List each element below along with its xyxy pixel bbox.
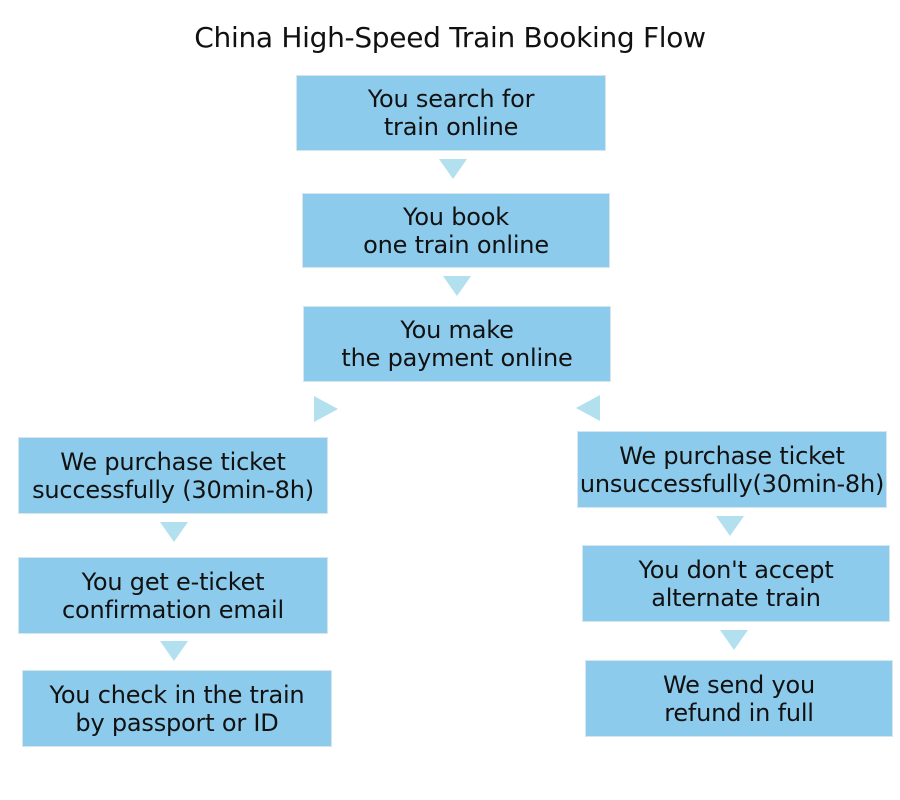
step-purchase-failure-line2: unsuccessfully(30min-8h) xyxy=(579,469,885,498)
step-purchase-failure: We purchase ticket unsuccessfully(30min-… xyxy=(577,431,887,508)
step-send-refund-line2: refund in full xyxy=(664,698,814,727)
step-decline-alternate-line1: You don't accept xyxy=(638,555,834,584)
step-book-train: You book one train online xyxy=(302,193,610,268)
step-search-train-line1: You search for xyxy=(367,85,535,113)
diagram-title: China High-Speed Train Booking Flow xyxy=(194,21,706,54)
arrow-down-failure-2 xyxy=(720,630,748,650)
step-purchase-success-line1: We purchase ticket xyxy=(60,447,286,476)
step-search-train-line2: train online xyxy=(383,113,519,141)
step-book-train-line2: one train online xyxy=(363,230,549,259)
arrow-to-failure xyxy=(576,395,600,421)
step-get-eticket-line1: You get e-ticket xyxy=(81,567,265,596)
arrow-down-success-2 xyxy=(160,641,188,661)
step-send-refund-line1: We send you xyxy=(663,670,815,699)
step-purchase-success-line2: successfully (30min-8h) xyxy=(32,475,314,504)
step-check-in: You check in the train by passport or ID xyxy=(22,670,332,747)
step-decline-alternate: You don't accept alternate train xyxy=(582,545,890,622)
step-check-in-line1: You check in the train xyxy=(49,680,305,709)
step-purchase-failure-line1: We purchase ticket xyxy=(619,441,845,470)
step-make-payment-line2: the payment online xyxy=(341,344,573,372)
step-purchase-success: We purchase ticket successfully (30min-8… xyxy=(18,437,328,514)
step-decline-alternate-line2: alternate train xyxy=(651,583,821,612)
step-get-eticket: You get e-ticket confirmation email xyxy=(18,557,328,634)
arrow-down-failure-1 xyxy=(716,516,744,536)
step-check-in-line2: by passport or ID xyxy=(75,708,279,737)
arrow-down-1 xyxy=(439,159,467,179)
step-search-train: You search for train online xyxy=(296,75,606,151)
arrow-to-success xyxy=(314,396,338,422)
step-send-refund: We send you refund in full xyxy=(585,660,893,737)
step-get-eticket-line2: confirmation email xyxy=(62,595,284,624)
step-make-payment-line1: You make xyxy=(400,316,514,344)
arrow-down-2 xyxy=(443,276,471,296)
step-book-train-line1: You book xyxy=(403,202,509,231)
step-make-payment: You make the payment online xyxy=(303,306,611,382)
arrow-down-success-1 xyxy=(160,522,188,542)
